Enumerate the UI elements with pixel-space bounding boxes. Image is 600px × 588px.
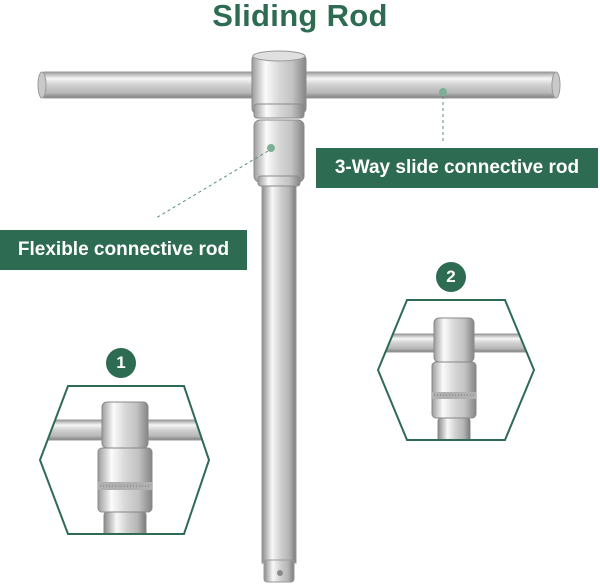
leader-lines <box>155 88 447 219</box>
flexible-rod-label: Flexible connective rod <box>0 230 247 270</box>
flexible-joint <box>253 119 305 187</box>
detail-badge-2: 2 <box>436 262 466 292</box>
detail-hexagon-1 <box>38 385 211 535</box>
detail-badge-1: 1 <box>106 348 136 378</box>
detail-hexagon-2 <box>376 299 536 441</box>
slide-rod-label: 3-Way slide connective rod <box>316 148 598 188</box>
vertical-rod <box>261 167 297 583</box>
sliding-socket <box>251 50 307 119</box>
page-title: Sliding Rod <box>212 0 388 33</box>
